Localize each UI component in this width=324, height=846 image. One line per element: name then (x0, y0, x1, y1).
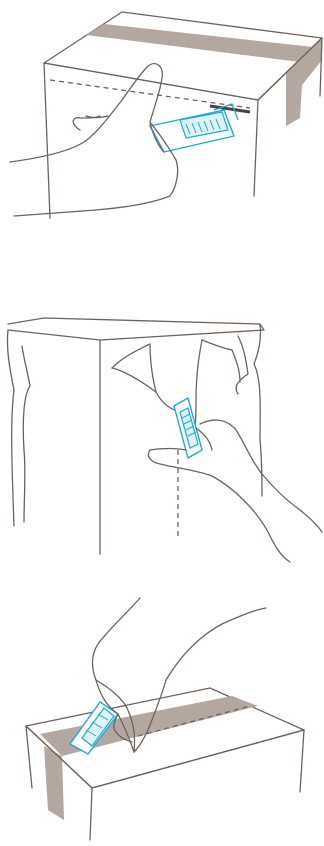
step-2-illustration (0, 300, 324, 570)
hand (10, 64, 178, 216)
box-cutter (150, 104, 238, 152)
box-cutter-cutting-tape-strip-icon (0, 590, 324, 846)
tape-flap (44, 746, 64, 820)
torn-flap-right (202, 340, 240, 382)
box-cutter-opening-top-tape-icon (0, 0, 324, 240)
box-top-edge (8, 318, 264, 340)
torn-flap-left (112, 344, 180, 412)
step-3-illustration (0, 590, 324, 846)
box-cutter-slicing-box-side-icon (0, 300, 324, 570)
step-1-illustration (0, 0, 324, 240)
hand (148, 450, 290, 562)
